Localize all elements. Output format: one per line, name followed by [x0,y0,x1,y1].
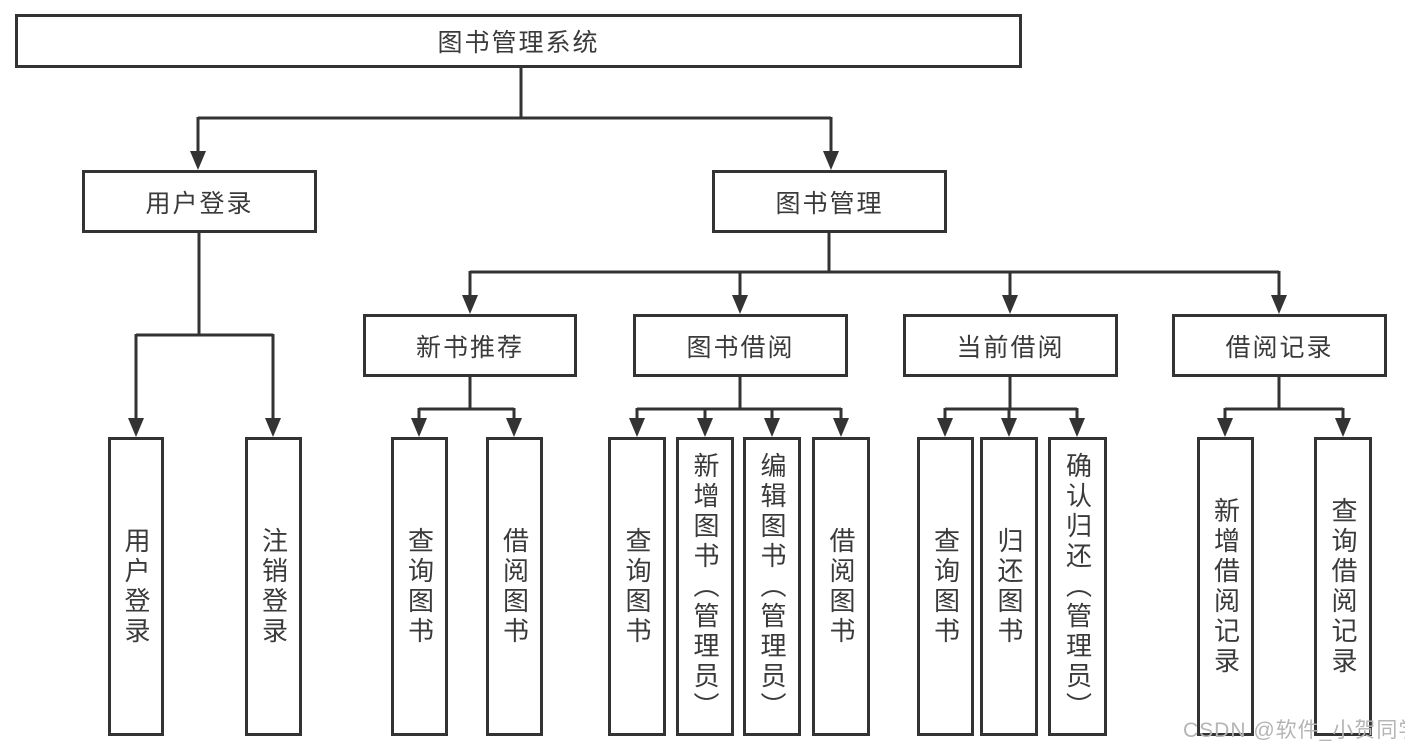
leaf-user-login: 用户登录 [108,437,164,736]
leaf-borrow-books-recommend: 借阅图书 [486,437,543,736]
node-book-borrowing: 图书借阅 [633,314,848,377]
leaf-return-book: 归还图书 [980,437,1038,736]
node-user-login: 用户登录 [82,170,317,233]
node-borrowing-records: 借阅记录 [1172,314,1387,377]
leaf-confirm-return-admin: 确认归还（管理员） [1048,437,1107,736]
leaf-borrow-books: 借阅图书 [812,437,870,736]
leaf-logout: 注销登录 [245,437,302,736]
connector-borrow-records-to-leaves [1223,377,1345,420]
csdn-watermark: CSDN @软件_小贺同学 [1183,719,1405,742]
leaf-add-borrow-record: 新增借阅记录 [1197,437,1254,736]
leaf-add-book-admin: 新增图书（管理员） [676,437,734,736]
arrowheads [128,151,1351,437]
connector-new-book-to-leaves [417,377,516,420]
leaf-edit-book-admin: 编辑图书（管理员） [743,437,801,736]
connector-book-borrow-to-leaves [635,377,843,420]
connector-book-mgmt-to-level3 [468,233,1281,297]
node-library-system-root: 图书管理系统 [15,14,1022,68]
node-current-borrowing: 当前借阅 [903,314,1118,377]
connector-user-login-to-leaves [134,233,275,420]
node-new-book-recommend: 新书推荐 [363,314,577,377]
leaf-query-books-recommend: 查询图书 [391,437,448,736]
connector-root-to-level2 [196,68,833,152]
connector-current-borrow-to-leaves [943,377,1079,420]
leaf-query-books-borrow: 查询图书 [608,437,666,736]
leaf-query-books-current: 查询图书 [917,437,974,736]
node-book-management: 图书管理 [712,170,947,233]
leaf-query-borrow-record: 查询借阅记录 [1314,437,1372,736]
